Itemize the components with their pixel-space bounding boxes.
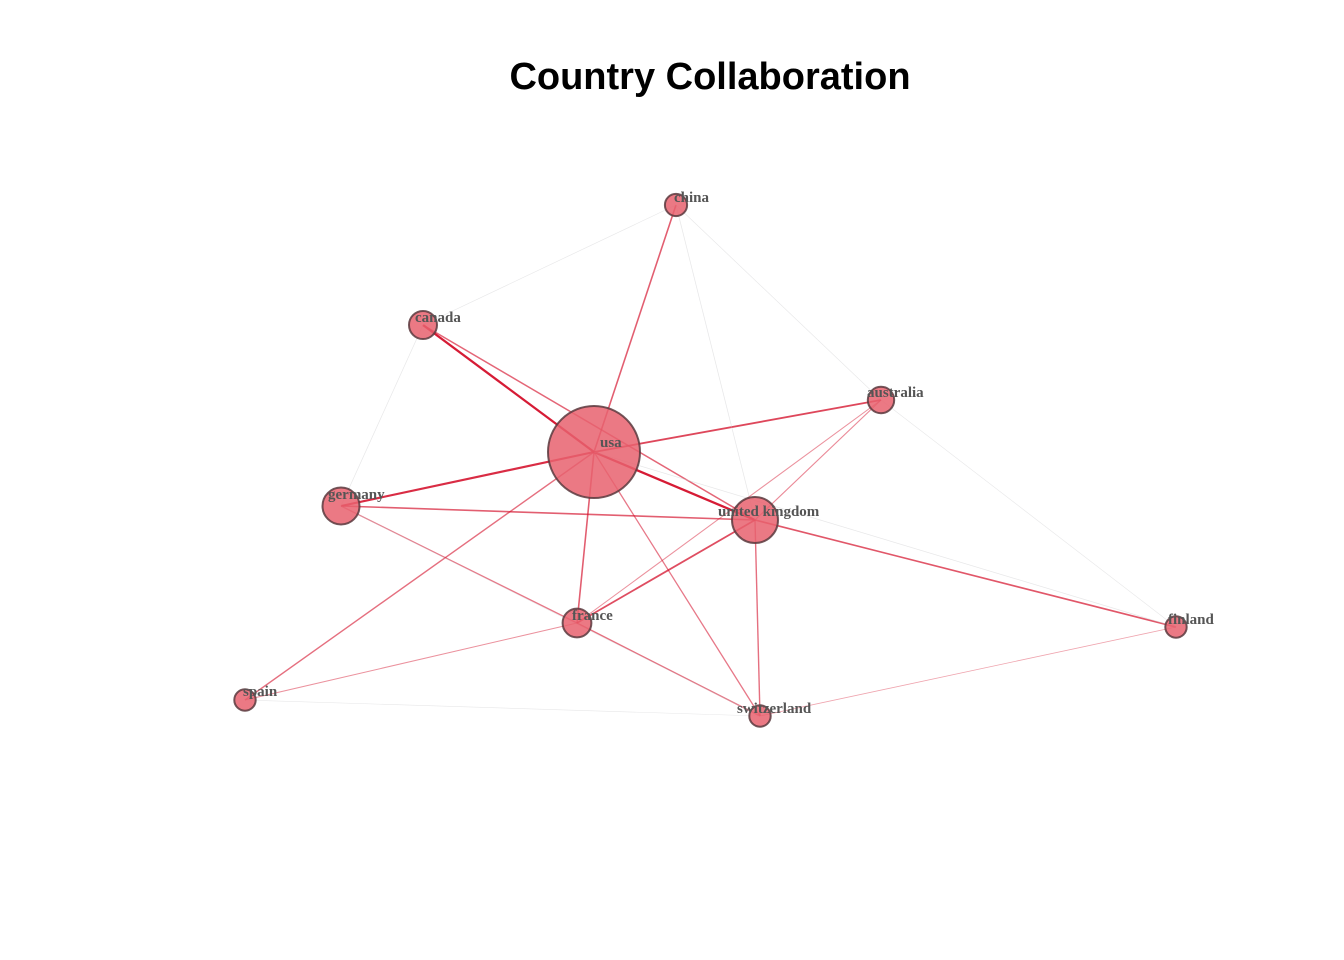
- edge-united-kingdom-china: [675, 204, 756, 521]
- node-australia[interactable]: [866, 385, 896, 415]
- node-united-kingdom[interactable]: [731, 496, 779, 544]
- edge-united-kingdom-france: [576, 519, 756, 624]
- edge-australia-finland: [880, 399, 1177, 628]
- edge-germany-canada: [340, 324, 424, 507]
- node-finland[interactable]: [1164, 615, 1188, 639]
- edges-layer: [244, 204, 1177, 717]
- node-label-china: china: [674, 190, 710, 206]
- edge-usa-spain: [244, 451, 595, 701]
- node-label-germany: germany: [328, 487, 385, 503]
- nodes-layer: [233, 192, 1188, 728]
- edge-spain-switzerland: [244, 699, 761, 717]
- node-france[interactable]: [561, 607, 593, 639]
- edge-united-kingdom-germany: [340, 505, 756, 521]
- node-germany[interactable]: [321, 486, 361, 526]
- node-canada[interactable]: [408, 310, 438, 340]
- node-china[interactable]: [663, 192, 689, 218]
- edge-united-kingdom-switzerland: [754, 519, 761, 717]
- edge-canada-china: [422, 204, 677, 326]
- node-usa[interactable]: [547, 405, 641, 499]
- edge-united-kingdom-australia: [754, 399, 882, 521]
- edge-france-spain: [244, 622, 578, 701]
- edge-france-switzerland: [576, 622, 761, 717]
- chart-title: Country Collaboration: [509, 56, 911, 98]
- node-switzerland[interactable]: [748, 704, 772, 728]
- node-label-switzerland: switzerland: [737, 701, 812, 717]
- node-label-usa: usa: [600, 435, 622, 451]
- edge-usa-finland: [593, 451, 1177, 628]
- node-label-canada: canada: [415, 310, 461, 326]
- node-label-united-kingdom: united kingdom: [718, 504, 820, 520]
- edge-usa-australia: [593, 399, 882, 453]
- node-spain[interactable]: [233, 688, 257, 712]
- labels-layer: usa united kingdom germany canada france aust…: [243, 190, 1215, 717]
- node-label-australia: australia: [867, 385, 924, 401]
- edge-switzerland-finland: [759, 626, 1177, 717]
- edge-united-kingdom-finland: [754, 519, 1177, 628]
- edge-australia-china: [675, 204, 882, 401]
- node-label-france: france: [572, 608, 613, 624]
- edge-france-australia: [576, 399, 882, 624]
- node-label-finland: finland: [1168, 612, 1215, 628]
- edge-usa-switzerland: [593, 451, 761, 717]
- edge-germany-switzerland: [340, 505, 761, 717]
- edge-germany-france: [340, 505, 578, 624]
- node-label-spain: spain: [243, 684, 278, 700]
